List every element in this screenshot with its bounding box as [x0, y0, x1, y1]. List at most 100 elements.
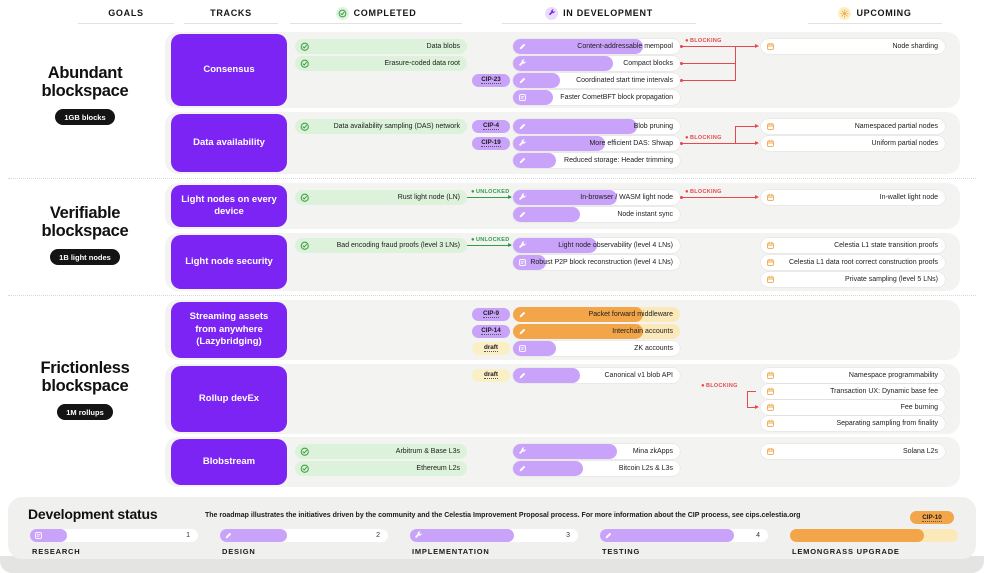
- calendar-icon: [766, 387, 775, 396]
- unlocked-label: ●UNLOCKED: [471, 189, 510, 195]
- track-row-lazybridging: Streaming assets from anywhere (Lazybrid…: [165, 300, 960, 360]
- completed-item-label: Erasure-coded data root: [384, 60, 461, 67]
- in-development-item-label: Interchain accounts: [612, 328, 673, 335]
- connector-line: [734, 126, 736, 144]
- testing-icon: [604, 531, 613, 540]
- blocking-label: ●BLOCKING: [685, 38, 722, 44]
- track-label: Consensus: [203, 63, 255, 75]
- completed-item: Bad encoding fraud proofs (level 3 LNs): [295, 238, 467, 253]
- in-development-item: Robust P2P block reconstruction (level 4…: [513, 255, 680, 270]
- check-icon: [300, 193, 310, 203]
- in-development-item: Packet forward middleware: [513, 307, 680, 322]
- connector-label-text: BLOCKING: [689, 134, 722, 141]
- connector-line: [680, 63, 735, 64]
- in-development-item-label: Compact blocks: [623, 60, 673, 67]
- header-goals-label: GOALS: [108, 8, 144, 18]
- cip-10-badge: CIP-10: [910, 511, 954, 524]
- completed-check-icon: [335, 6, 349, 20]
- connector-label-text: UNLOCKED: [475, 188, 510, 195]
- blocking-label: ●BLOCKING: [685, 189, 722, 195]
- cip-badge-label: CIP-4: [482, 121, 500, 131]
- track-consensus: Consensus: [171, 34, 287, 106]
- implementation-icon: [518, 139, 527, 148]
- goal-badge: 1M rollups: [57, 404, 113, 421]
- in-development-item-label: Canonical v1 blob API: [604, 372, 674, 379]
- check-icon: [300, 59, 310, 69]
- status-dot: ●: [685, 134, 689, 141]
- in-development-item: ZK accounts: [513, 341, 680, 356]
- cip-badge: CIP-19: [472, 137, 510, 150]
- completed-item: Rust light node (LN): [295, 190, 467, 205]
- goal-verifiable-blockspace: Verifiable blockspace 1B light nodes: [10, 190, 160, 280]
- upcoming-sun-icon: [838, 6, 852, 20]
- connector-arrow: [508, 243, 512, 247]
- header-upcoming: UPCOMING: [808, 3, 942, 24]
- legend-stage-number: 4: [756, 532, 760, 539]
- upcoming-item-label: In-wallet light node: [879, 194, 938, 201]
- connector-line: [680, 80, 735, 81]
- calendar-icon: [766, 371, 775, 380]
- status-dot: ●: [685, 188, 689, 195]
- completed-item: Data availability sampling (DAS) network: [295, 119, 467, 134]
- progress-bar: [513, 56, 613, 71]
- check-icon: [300, 122, 310, 132]
- track-label: Blobstream: [202, 455, 256, 467]
- in-development-item-label: Packet forward middleware: [588, 311, 673, 318]
- legend-stage-bar: 2: [220, 529, 388, 542]
- connector-arrow: [755, 195, 759, 199]
- upcoming-item-label: Fee burning: [900, 404, 938, 411]
- design-icon: [224, 531, 233, 540]
- design-icon: [518, 210, 527, 219]
- in-development-item: In-browser / WASM light node: [513, 190, 680, 205]
- calendar-icon: [766, 241, 775, 250]
- upcoming-item-label: Uniform partial nodes: [871, 140, 938, 147]
- in-development-item: Mina zkApps: [513, 444, 680, 459]
- testing-icon: [518, 42, 527, 51]
- in-development-item-label: Mina zkApps: [632, 448, 673, 455]
- legend-stage-number: 1: [186, 532, 190, 539]
- check-icon: [300, 464, 310, 474]
- design-icon: [518, 76, 527, 85]
- in-development-item: Faster CometBFT block propagation: [513, 90, 680, 105]
- unlocked-label: ●UNLOCKED: [471, 237, 510, 243]
- in-development-item: Canonical v1 blob API: [513, 368, 680, 383]
- cip-badge-label: CIP-23: [481, 75, 501, 85]
- connector-line: [680, 46, 735, 47]
- connector-dot: [679, 62, 683, 65]
- legend-stage-bar: 1: [30, 529, 198, 542]
- upcoming-item: Separating sampling from finality: [761, 416, 945, 431]
- goal-title: Frictionless blockspace: [40, 358, 130, 395]
- implementation-icon: [518, 193, 527, 202]
- connector-arrow: [755, 141, 759, 145]
- in-development-item-label: Robust P2P block reconstruction (level 4…: [530, 259, 673, 266]
- connector-arrow: [755, 44, 759, 48]
- upcoming-item-label: Transaction UX: Dynamic base fee: [830, 388, 938, 395]
- progress-bar: [513, 90, 553, 105]
- goal-title: Verifiable blockspace: [41, 203, 129, 240]
- legend-stage-fill: [600, 529, 734, 542]
- in-development-item-label: Faster CometBFT block propagation: [560, 94, 673, 101]
- legend-description: The roadmap illustrates the initiatives …: [205, 512, 801, 519]
- completed-item-label: Rust light node (LN): [397, 194, 460, 201]
- connector-line: [467, 197, 511, 198]
- legend-title: Development status: [28, 506, 158, 522]
- in-development-item: Bitcoin L2s & L3s: [513, 461, 680, 476]
- connector-arrow: [508, 195, 512, 199]
- cip-badge: CIP-9: [472, 308, 510, 321]
- implementation-icon: [518, 447, 527, 456]
- goal-badge: 1B light nodes: [50, 249, 120, 266]
- upcoming-item-label: Separating sampling from finality: [836, 420, 938, 427]
- progress-bar: [513, 207, 580, 222]
- track-data-availability: Data availability: [171, 114, 287, 172]
- section-separator: [8, 178, 976, 179]
- progress-bar: [513, 444, 617, 459]
- in-development-item: Interchain accounts: [513, 324, 680, 339]
- check-icon: [300, 241, 310, 251]
- completed-item-label: Bad encoding fraud proofs (level 3 LNs): [336, 242, 460, 249]
- header-in-development: IN DEVELOPMENT: [502, 3, 696, 24]
- progress-bar: [513, 153, 556, 168]
- progress-bar: [513, 190, 617, 205]
- in-development-item: Node instant sync: [513, 207, 680, 222]
- progress-bar: [513, 238, 597, 253]
